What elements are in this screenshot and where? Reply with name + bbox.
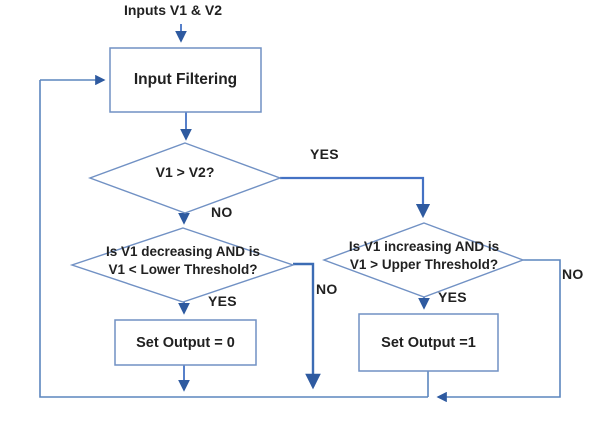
set-output0-label: Set Output = 0: [136, 334, 235, 351]
decision1-label: V1 > V2?: [155, 164, 215, 180]
set-output1-box: [358, 313, 499, 372]
decision1-diamond: [87, 142, 283, 214]
input-filtering-box: [109, 47, 262, 113]
decision2-label-line2: V1 < Lower Threshold?: [108, 262, 258, 277]
edge-label-yes-top: YES: [310, 146, 339, 162]
edge-label-yes-lower-right: YES: [438, 289, 467, 305]
diagram-title: Inputs V1 & V2: [123, 2, 223, 18]
loop-bottom-left-line: [39, 80, 428, 398]
input-filtering-label: Input Filtering: [133, 71, 238, 88]
decision3-label: Is V1 increasing AND is V1 > Upper Thres…: [314, 238, 534, 274]
edge-label-no-right: NO: [562, 266, 584, 282]
arrow-yes-to-decision3: [280, 176, 431, 219]
edge-label-yes-lower-left: YES: [208, 293, 237, 309]
arrow-no-middle-to-bottom: [293, 262, 321, 390]
edge-label-no-middle: NO: [316, 281, 338, 297]
decision2-diamond: [69, 227, 296, 303]
decision2-label: Is V1 decreasing AND is V1 < Lower Thres…: [72, 243, 294, 279]
set-output1-label: Set Output =1: [381, 334, 476, 351]
arrow-no-right-loop: [436, 259, 561, 403]
decision2-label-line1: Is V1 decreasing AND is: [105, 244, 261, 259]
decision3-diamond: [321, 222, 525, 298]
decision3-label-line1: Is V1 increasing AND is: [348, 239, 500, 254]
decision3-label-line2: V1 > Upper Threshold?: [349, 257, 499, 272]
set-output0-box: [114, 319, 257, 366]
edge-label-no-top: NO: [211, 204, 233, 220]
